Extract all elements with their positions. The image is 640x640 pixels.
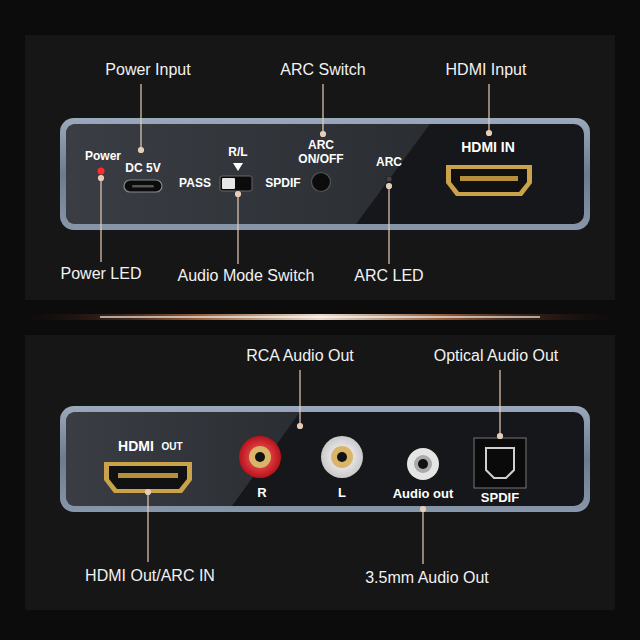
switch-knob bbox=[222, 178, 235, 189]
callout-label: Power Input bbox=[105, 61, 190, 79]
power-led bbox=[98, 168, 105, 175]
face-sheen-rear bbox=[66, 412, 300, 506]
callout-label: ARC LED bbox=[354, 267, 423, 285]
panel-label: ARC ON/OFF bbox=[295, 139, 347, 167]
jack bbox=[407, 448, 439, 480]
callout-label: HDMI Input bbox=[446, 61, 527, 79]
hdmi-pins bbox=[460, 176, 518, 181]
lower-panel bbox=[25, 335, 615, 610]
panel-label: ARC bbox=[376, 156, 402, 170]
arc-led bbox=[386, 176, 392, 182]
panel-label: HDMI IN bbox=[461, 139, 515, 155]
hdmi-out-port bbox=[104, 462, 192, 493]
rca-red-ring bbox=[249, 446, 271, 468]
face-sheen bbox=[66, 124, 430, 224]
rca-white-hole bbox=[337, 452, 347, 462]
panel-label: DC 5V bbox=[125, 162, 160, 176]
panel-label: Power bbox=[85, 150, 121, 164]
callout-label: ARC Switch bbox=[280, 61, 365, 79]
device-face bbox=[66, 124, 584, 224]
rca-red-hole bbox=[255, 452, 265, 462]
panel-label: R bbox=[257, 486, 266, 501]
mode-switch bbox=[220, 176, 252, 191]
panel-label: OUT bbox=[161, 441, 182, 453]
rca-white bbox=[321, 436, 363, 478]
leader-lines-rear bbox=[146, 370, 503, 564]
callout-label: 3.5mm Audio Out bbox=[365, 569, 489, 587]
callout-label: RCA Audio Out bbox=[246, 347, 354, 365]
panel-label: R/L bbox=[228, 146, 247, 160]
triangle-mark bbox=[233, 163, 243, 171]
device-frame bbox=[60, 118, 590, 230]
hdmi-port-inner bbox=[451, 169, 527, 192]
callout-label: Optical Audio Out bbox=[434, 347, 559, 365]
usb-c-port bbox=[124, 180, 162, 192]
hdmi-port bbox=[446, 165, 532, 196]
glow-line bbox=[0, 314, 640, 320]
upper-panel bbox=[25, 35, 615, 300]
callout-label: Power LED bbox=[61, 265, 142, 283]
rca-white-ring bbox=[331, 446, 353, 468]
panel-label: L bbox=[338, 486, 346, 501]
device-frame-rear bbox=[60, 406, 590, 512]
jack-ring bbox=[414, 455, 432, 473]
arc-button bbox=[312, 173, 331, 192]
glow-core bbox=[100, 316, 540, 318]
usb-c-tongue bbox=[132, 185, 154, 188]
rca-red bbox=[239, 436, 281, 478]
optical-port bbox=[474, 438, 526, 488]
callout-label: HDMI Out/ARC IN bbox=[85, 567, 215, 585]
leader-lines bbox=[99, 84, 492, 264]
hdmi-out-pins bbox=[118, 473, 178, 478]
optical-shape bbox=[486, 448, 514, 478]
panel-label: Audio out bbox=[393, 487, 454, 502]
panel-label: SPDIF bbox=[265, 177, 300, 191]
panel-label: HDMI bbox=[118, 438, 154, 454]
jack-hole bbox=[418, 459, 428, 469]
panel-label: PASS bbox=[179, 177, 211, 191]
callout-label: Audio Mode Switch bbox=[178, 267, 315, 285]
hdmi-out-inner bbox=[109, 466, 187, 489]
panel-label: SPDIF bbox=[481, 491, 519, 506]
device-face-rear bbox=[66, 412, 584, 506]
